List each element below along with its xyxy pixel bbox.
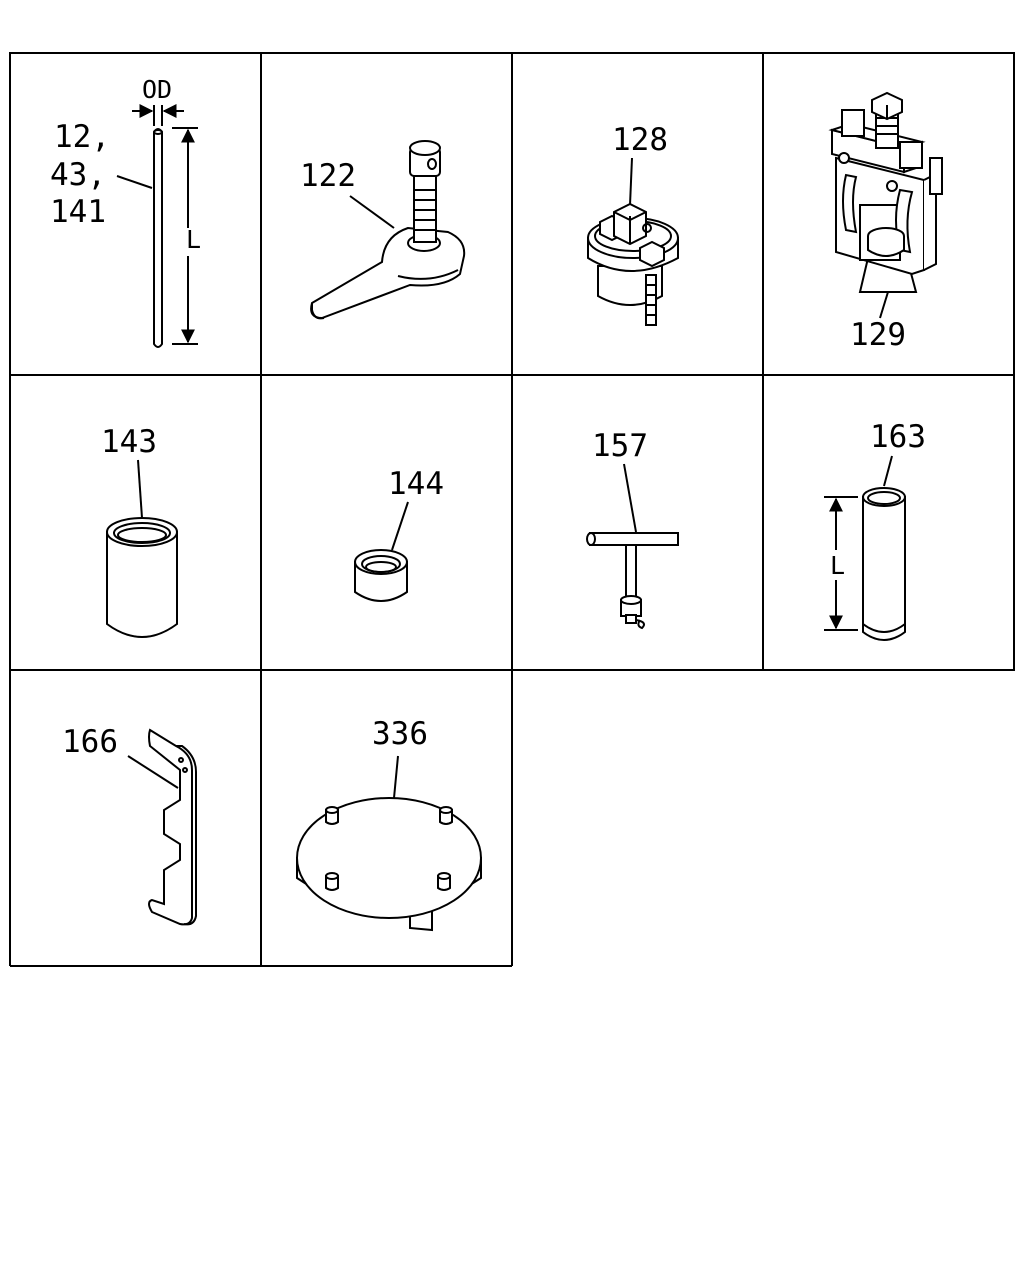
disc-336-drawing [296,755,482,932]
cell-puller-129: 129 [828,91,943,353]
cell-sleeve-143: 143 [101,424,178,638]
part-label-129: 129 [850,317,906,353]
part-label-122: 122 [300,158,356,194]
part-label-12: 12, [54,119,110,155]
part-label-128: 128 [612,122,668,158]
cell-grid [9,52,1015,967]
part-label-336: 336 [372,716,428,752]
hook-166-drawing [127,728,197,926]
puller-128-drawing [587,157,679,326]
cell-disc-336: 336 [296,716,482,932]
part-label-163: 163 [870,419,926,455]
tube-163-drawing [824,455,906,641]
part-label-157: 157 [592,428,648,464]
length-label-163: L [830,551,845,580]
sleeve-143-drawing [106,459,178,638]
length-label: L [186,225,201,254]
rod-drawing [116,104,198,348]
disc-pins [325,806,453,891]
t-handle-drawing [586,463,679,630]
part-label-143: 143 [101,424,157,460]
cell-wrench-122: 122 [300,140,466,320]
part-label-141: 141 [50,194,106,230]
part-label-43: 43, [50,157,106,193]
part-label-144: 144 [388,466,444,502]
od-label: OD [142,75,172,104]
cell-ring-144: 144 [354,466,444,602]
wrench-drawing [310,140,466,320]
cell-tube-163: 163 L [824,419,926,641]
cell-t-handle-157: 157 [586,428,679,630]
part-label-166: 166 [62,724,118,760]
cell-puller-128: 128 [587,122,679,326]
ring-144-drawing [354,501,409,602]
cell-hook-166: 166 [62,724,197,926]
cell-rod-12-43-141: 12, 43, 141 OD L [50,75,201,348]
puller-129-drawing [828,91,943,319]
